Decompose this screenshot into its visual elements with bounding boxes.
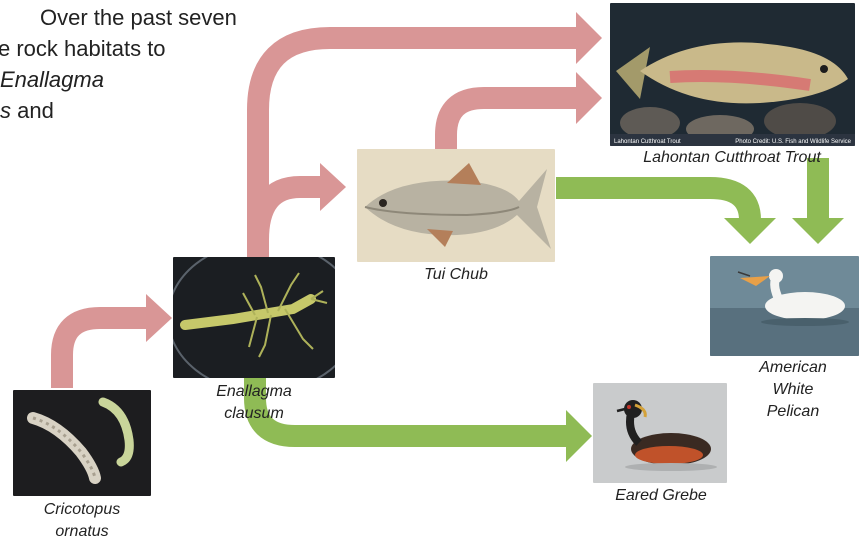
cricotopus-label-line2: ornatus bbox=[26, 521, 138, 543]
arrow-enallagma-to-tuichub bbox=[258, 187, 322, 240]
enallagma-label: Enallagma clausum bbox=[190, 381, 318, 425]
enallagma-label-line2: clausum bbox=[190, 403, 318, 425]
trout-label: Lahontan Cutthroat Trout bbox=[614, 147, 850, 169]
pelican-label-line1: American bbox=[740, 357, 846, 379]
enallagma-photo bbox=[173, 257, 335, 378]
enallagma-label-line1: Enallagma bbox=[190, 381, 318, 403]
pelican-label-line3: Pelican bbox=[740, 401, 846, 423]
arrow-tuichub-to-pelican bbox=[556, 188, 750, 220]
cricotopus-label-line1: Cricotopus bbox=[26, 499, 138, 521]
grebe-photo bbox=[593, 383, 727, 483]
tui-chub-label: Tui Chub bbox=[400, 264, 512, 286]
arrow-cricotopus-to-enallagma bbox=[62, 318, 148, 388]
pelican-label-line2: White bbox=[740, 379, 846, 401]
trout-caption-right: Photo Credit: U.S. Fish and Wildlife Ser… bbox=[735, 139, 851, 145]
cricotopus-photo bbox=[13, 390, 151, 496]
arrowhead-to-trout-top bbox=[576, 12, 602, 64]
trout-caption-left: Lahontan Cutthroat Trout bbox=[614, 139, 681, 145]
arrow-tuichub-to-trout bbox=[446, 98, 578, 150]
arrowhead-to-pelican-right bbox=[792, 218, 844, 244]
arrowhead-to-enallagma bbox=[146, 294, 172, 342]
arrowhead-to-grebe bbox=[566, 410, 592, 462]
trout-photo: Lahontan Cutthroat Trout Photo Credit: U… bbox=[610, 3, 855, 146]
arrowhead-to-tuichub bbox=[320, 163, 346, 211]
pelican-label: American White Pelican bbox=[740, 357, 846, 423]
arrowhead-to-trout-mid bbox=[576, 72, 602, 124]
grebe-label: Eared Grebe bbox=[600, 485, 722, 507]
arrowhead-to-pelican-left bbox=[724, 218, 776, 244]
tui-chub-photo bbox=[357, 149, 555, 262]
cricotopus-label: Cricotopus ornatus bbox=[26, 499, 138, 543]
pelican-photo bbox=[710, 256, 859, 356]
